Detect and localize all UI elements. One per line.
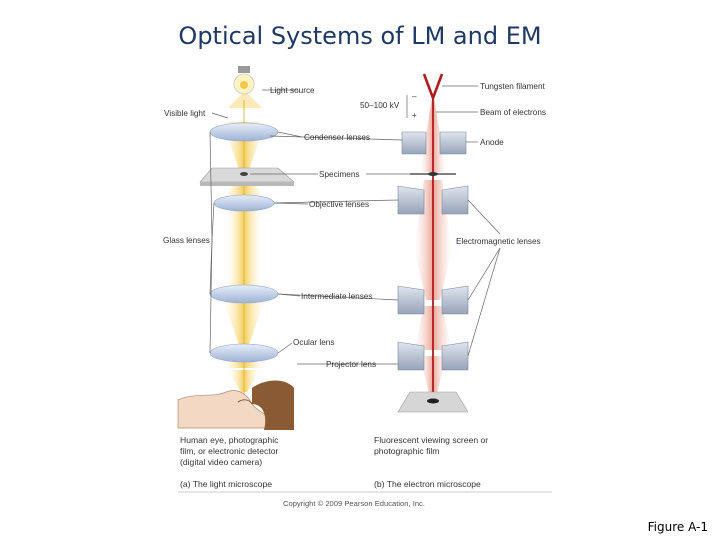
label-projector-lens: Projector lens: [326, 360, 376, 369]
label-glass-lenses: Glass lenses: [163, 236, 210, 245]
tungsten-filament-icon: [422, 73, 444, 102]
viewing-screen: [397, 391, 469, 413]
label-anode: Anode: [480, 138, 504, 147]
label-tungsten-filament: Tungsten filament: [480, 82, 546, 91]
copyright-notice: Copyright © 2009 Pearson Education, Inc.: [283, 499, 425, 508]
label-objective-lenses: Objective lenses: [309, 200, 369, 209]
ocular-lens: [209, 343, 279, 363]
label-beam-of-electrons: Beam of electrons: [480, 108, 546, 117]
screen-caption-line: photographic film: [374, 446, 439, 456]
light-beam: [228, 92, 262, 108]
electromagnetic-lens: [397, 285, 469, 315]
label-ocular-lens: Ocular lens: [293, 338, 334, 347]
electromagnetic-lens: [397, 185, 469, 215]
caption-electron-microscope: (b) The electron microscope: [374, 479, 481, 489]
em-specimen: [410, 172, 456, 176]
label-intermediate-lenses: Intermediate lenses: [301, 292, 372, 301]
detector-caption-line: Human eye, photographic: [180, 435, 279, 445]
anode: [401, 131, 467, 155]
slide-title: Optical Systems of LM and EM: [178, 22, 542, 50]
label-minus-sign: –: [412, 92, 417, 101]
detector-caption-line: film, or electronic detector: [180, 446, 279, 456]
human-eye-icon: [177, 380, 294, 430]
label-visible-light: Visible light: [164, 109, 206, 118]
screen-caption-line: Fluorescent viewing screen or: [374, 435, 488, 445]
caption-light-microscope: (a) The light microscope: [180, 479, 272, 489]
label-light-source: Light source: [270, 86, 315, 95]
condenser-lens: [209, 122, 279, 142]
intermediate-lens: [209, 284, 279, 304]
electron-microscope: [366, 73, 501, 413]
electromagnetic-lens: [397, 341, 469, 371]
light-microscope: [177, 66, 398, 430]
specimen-stage: [199, 167, 295, 186]
label-specimens: Specimens: [319, 170, 360, 179]
label-plus-sign: +: [412, 111, 417, 120]
label-voltage: 50–100 kV: [360, 101, 400, 110]
light-source-icon: [233, 66, 255, 95]
label-electromagnetic-lenses: Electromagnetic lenses: [456, 237, 541, 246]
label-condenser-lenses: Condenser lenses: [304, 133, 370, 142]
detector-caption-line: (digital video camera): [180, 457, 262, 467]
objective-lens: [213, 194, 275, 212]
figure-label: Figure A-1: [647, 520, 708, 534]
